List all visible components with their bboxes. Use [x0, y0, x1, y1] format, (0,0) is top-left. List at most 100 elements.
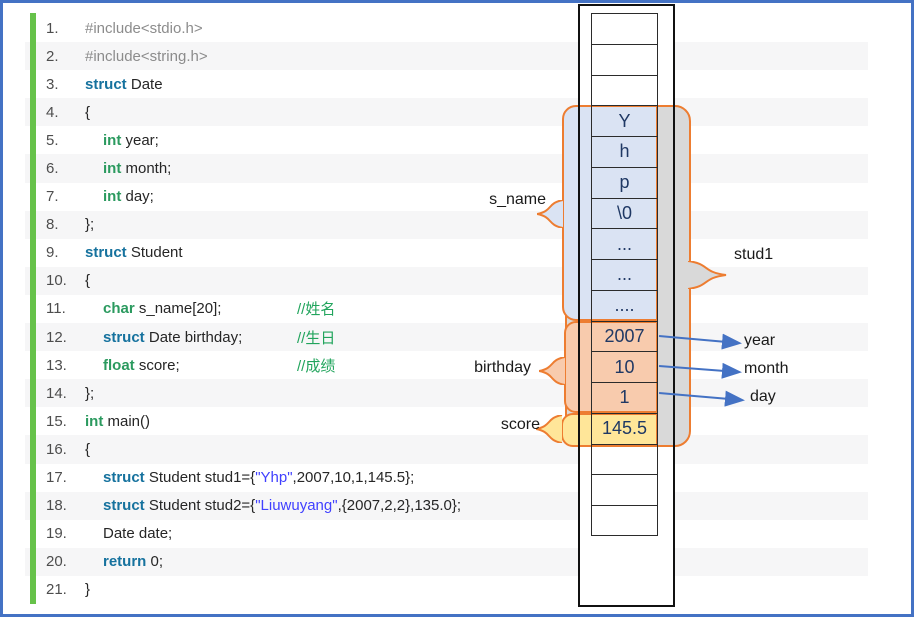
memory-cell: ...	[592, 260, 657, 291]
memory-cell: ...	[592, 229, 657, 260]
memory-cell: h	[592, 137, 657, 168]
line-number: 9.	[46, 244, 59, 262]
code-text: };	[85, 384, 95, 402]
memory-cell: Y	[592, 106, 657, 137]
code-text: int day;	[103, 188, 154, 206]
code-gutter-bar	[30, 13, 36, 604]
code-text: #include<stdio.h>	[85, 19, 203, 37]
stud1-brace-icon	[688, 261, 727, 289]
label-day: day	[750, 388, 776, 405]
code-text: int month;	[103, 160, 172, 178]
code-line: 3. struct Date	[25, 70, 868, 98]
line-number: 1.	[46, 19, 59, 37]
code-text: };	[85, 216, 95, 234]
code-line: 19. Date date;	[25, 520, 868, 548]
code-line: 5. int year;	[25, 126, 868, 154]
code-text: char s_name[20];	[103, 300, 222, 318]
line-number: 12.	[46, 328, 67, 346]
code-comment: //生日	[297, 329, 336, 347]
code-text: float score;	[103, 356, 180, 374]
member-arrows	[658, 333, 745, 407]
label-birthday: birthday	[474, 359, 531, 376]
line-number: 5.	[46, 131, 59, 149]
line-number: 19.	[46, 525, 67, 543]
code-text: struct Student stud2={"Liuwuyang",{2007,…	[103, 497, 462, 515]
line-number: 17.	[46, 469, 67, 487]
memory-box-border	[578, 4, 675, 607]
code-text: int main()	[85, 412, 150, 430]
line-number: 4.	[46, 103, 59, 121]
memory-cell: 145.5	[592, 414, 657, 445]
memory-cell	[592, 45, 657, 76]
memory-cell: p	[592, 168, 657, 199]
line-number: 14.	[46, 384, 67, 402]
code-text: struct Date birthday;	[103, 328, 243, 346]
code-line: 12. struct Date birthday; //生日	[25, 323, 868, 352]
code-text: struct Student	[85, 244, 183, 262]
s-name-brace-icon	[537, 200, 564, 228]
line-number: 21.	[46, 581, 67, 599]
score-brace-icon	[536, 415, 563, 443]
code-line: 15.int main()	[25, 407, 868, 435]
code-line: 8.};	[25, 210, 868, 239]
code-line: 17. struct Student stud1={"Yhp",2007,10,1…	[25, 464, 868, 492]
line-number: 10.	[46, 272, 67, 290]
code-text: struct Student stud1={"Yhp",2007,10,1,14…	[103, 469, 415, 487]
memory-cell: 2007	[592, 322, 657, 353]
memory-cell: \0	[592, 199, 657, 230]
birthday-brace-icon	[539, 357, 566, 385]
code-line: 20.return 0;	[25, 547, 868, 576]
code-line: 9. struct Student	[25, 239, 868, 267]
memory-cell	[592, 445, 657, 476]
line-number: 8.	[46, 216, 59, 234]
label-month: month	[744, 360, 789, 377]
day-arrow	[658, 390, 745, 407]
memory-cell	[592, 14, 657, 45]
code-text: }	[85, 581, 91, 599]
code-line: 7. int day;	[25, 183, 868, 211]
line-number: 7.	[46, 188, 59, 206]
code-text: Date date;	[103, 525, 173, 543]
memory-cell: 1	[592, 383, 657, 414]
memory-cell	[592, 475, 657, 506]
line-number: 20.	[46, 553, 67, 571]
code-line: 13. float score; //成绩	[25, 351, 868, 379]
line-number: 13.	[46, 356, 67, 374]
score-region	[561, 413, 658, 447]
line-number: 3.	[46, 75, 59, 93]
code-line: 2. #include<string.h>	[25, 42, 868, 71]
line-number: 11.	[46, 300, 66, 318]
code-text: struct Date	[85, 75, 163, 93]
label-stud1: stud1	[734, 246, 774, 263]
code-area: 1. #include<stdio.h> 2. #include<string.h> 3…	[25, 14, 868, 604]
memory-cell	[592, 76, 657, 107]
line-number: 18.	[46, 497, 67, 515]
code-line: 4. {	[25, 98, 868, 127]
code-line: 21.}	[25, 576, 868, 604]
code-text: {	[85, 103, 91, 121]
label-s-name: s_name	[489, 191, 546, 208]
code-line: 10. {	[25, 266, 868, 295]
line-number: 16.	[46, 440, 67, 458]
code-text: {	[85, 440, 91, 458]
code-line: 16. {	[25, 435, 868, 464]
code-line: 6. int month;	[25, 154, 868, 183]
code-line: 18. struct Student stud2={"Liuwuyang",{20…	[25, 491, 868, 520]
line-number: 2.	[46, 47, 59, 65]
code-text: {	[85, 272, 91, 290]
line-number: 6.	[46, 160, 59, 178]
month-arrow	[658, 362, 742, 379]
code-comment: //姓名	[297, 301, 336, 319]
code-comment: //成绩	[297, 357, 336, 375]
label-year: year	[744, 332, 776, 349]
code-text: int year;	[103, 131, 159, 149]
year-arrow	[658, 333, 742, 350]
memory-cell: 10	[592, 352, 657, 383]
code-text: #include<string.h>	[85, 47, 208, 65]
code-line: 11. char s_name[20]; //姓名	[25, 295, 868, 323]
memory-cell: ....	[592, 291, 657, 322]
label-score: score	[500, 416, 540, 433]
